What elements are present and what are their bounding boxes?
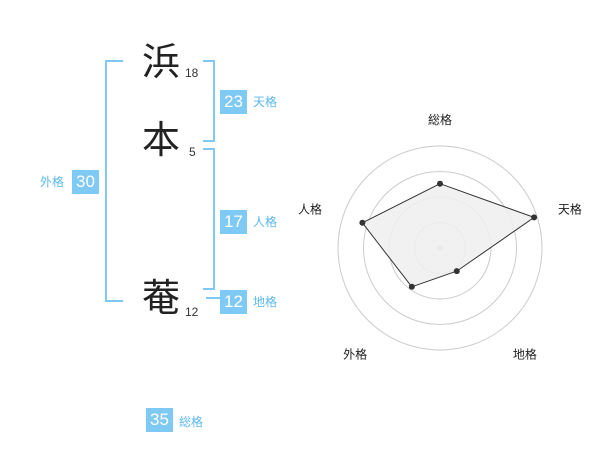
jinkaku-bracket: [203, 148, 215, 290]
tenkaku-value: 23: [220, 90, 247, 114]
radar-axis-label-3: 地格: [513, 346, 537, 361]
tenkaku-bracket: [203, 60, 215, 142]
name-char-1: 浜: [142, 40, 181, 84]
radar-axis-label-1: 総格: [428, 112, 452, 127]
tenkaku-label: 天格: [253, 95, 278, 109]
stroke-count-2: 5: [189, 145, 196, 159]
name-char-2: 本: [142, 118, 181, 162]
radar-area: [361, 183, 536, 288]
radar-point-5: [359, 219, 366, 226]
radar-point-3: [453, 268, 460, 275]
chikaku-value: 12: [220, 290, 247, 314]
radar-axis-label-5: 人格: [298, 202, 322, 217]
chikaku-connector: [206, 297, 220, 299]
radar-point-2: [531, 214, 538, 221]
radar-point-1: [437, 180, 443, 187]
stroke-count-3: 12: [185, 305, 199, 319]
soukaku-value: 35: [146, 408, 173, 432]
radar-ring-4: [337, 145, 543, 351]
gaikaku-bracket: [105, 60, 123, 302]
gaikaku-value: 30: [72, 170, 99, 194]
gaikaku-label: 外格: [40, 175, 65, 189]
radar-point-4: [408, 283, 415, 290]
radar-ring-3: [363, 171, 517, 325]
jinkaku-value: 17: [220, 210, 247, 234]
stroke-count-1: 18: [185, 66, 199, 80]
jinkaku-label: 人格: [253, 215, 278, 229]
chikaku-label: 地格: [253, 295, 278, 309]
name-char-3: 菴: [142, 276, 181, 320]
radar-axis-label-2: 天格: [558, 202, 582, 217]
radar-axis-label-4: 外格: [343, 346, 367, 361]
soukaku-label: 総格: [179, 415, 204, 429]
